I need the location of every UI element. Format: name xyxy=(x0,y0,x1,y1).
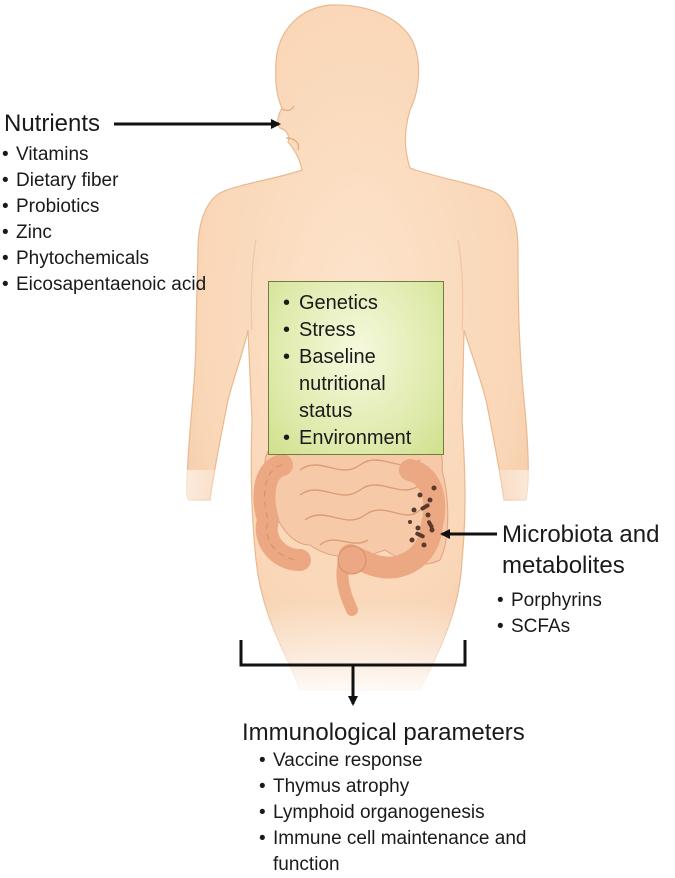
nutrient-item: Dietary fiber xyxy=(2,168,212,194)
intestine-illustration xyxy=(253,428,449,616)
microbiota-title: Microbiota and metabolites xyxy=(502,521,660,579)
host-factor-item: Environment xyxy=(283,425,443,452)
host-factor-item: Genetics xyxy=(283,290,443,317)
immunological-item: Lymphoid organogenesis xyxy=(259,800,559,826)
immunological-item: Thymus atrophy xyxy=(259,774,559,800)
immunological-item: Immune cell maintenance and function xyxy=(259,826,559,878)
immunological-item: Vaccine response xyxy=(259,748,559,774)
nutrient-item: Probiotics xyxy=(2,194,212,220)
nutrient-item: Eicosapentaenoic acid xyxy=(2,272,212,298)
nutrient-item: Zinc xyxy=(2,220,212,246)
immunological-list: Vaccine response Thymus atrophy Lymphoid… xyxy=(259,748,559,878)
nutrients-list: Vitamins Dietary fiber Probiotics Zinc P… xyxy=(2,142,212,298)
nutrient-item: Phytochemicals xyxy=(2,246,212,272)
microbiota-list: Porphyrins SCFAs xyxy=(497,588,667,640)
host-factors-list: Genetics Stress Baseline nutritional sta… xyxy=(283,290,443,452)
host-factors-box: Genetics Stress Baseline nutritional sta… xyxy=(268,281,444,455)
host-factor-item: Stress xyxy=(283,317,443,344)
nutrient-item: Vitamins xyxy=(2,142,212,168)
metabolite-item: SCFAs xyxy=(497,614,667,640)
metabolite-item: Porphyrins xyxy=(497,588,667,614)
bacteria-icon xyxy=(408,485,437,548)
host-factor-item: Baseline nutritional status xyxy=(283,344,443,425)
immunological-title: Immunological parameters xyxy=(242,719,525,746)
nutrients-title: Nutrients xyxy=(4,110,101,137)
